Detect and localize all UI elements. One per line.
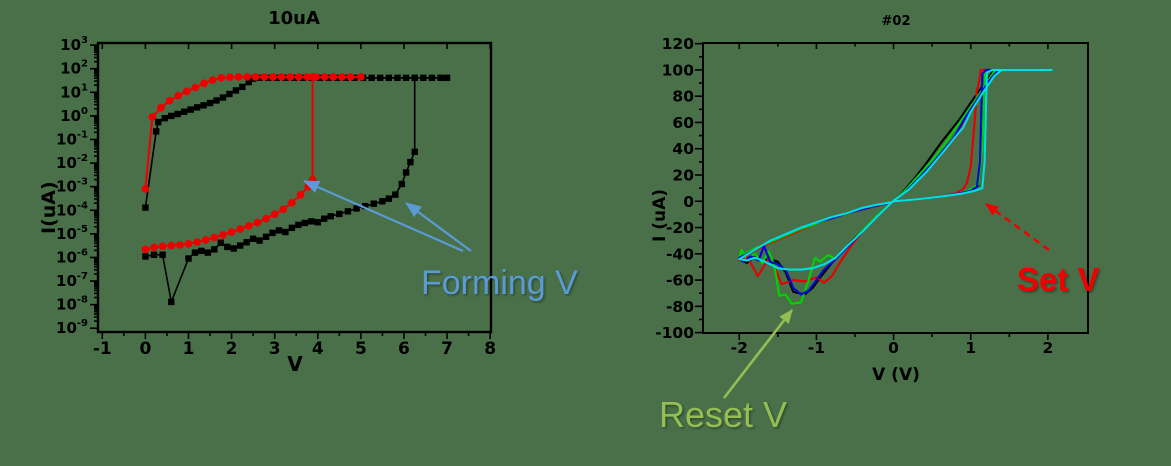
- svg-text:100: 100: [60, 106, 88, 125]
- svg-text:-100: -100: [655, 324, 694, 342]
- svg-text:5: 5: [355, 339, 367, 359]
- svg-text:4: 4: [312, 339, 324, 359]
- svg-text:1: 1: [183, 339, 195, 359]
- svg-text:120: 120: [662, 35, 695, 53]
- cycle-4-blue: [738, 68, 1049, 296]
- right-chart: -2 -1 0 1 2 120 100 80 60 40 20 0 -20 -40 -60 -80 -100: [655, 35, 1089, 357]
- svg-text:100: 100: [662, 61, 695, 79]
- svg-text:10-9: 10-9: [56, 318, 88, 337]
- svg-text:6: 6: [398, 339, 410, 359]
- svg-text:10-1: 10-1: [56, 129, 88, 148]
- reset-arrow: [722, 309, 794, 399]
- svg-text:3: 3: [269, 339, 281, 359]
- svg-text:10-2: 10-2: [56, 153, 88, 172]
- svg-text:-40: -40: [666, 245, 694, 263]
- left-chart-ticks: [90, 43, 491, 339]
- reset-voltage-annotation: Reset V: [659, 394, 788, 435]
- svg-text:-20: -20: [666, 219, 694, 237]
- svg-text:10-3: 10-3: [56, 177, 88, 196]
- right-chart-title: #02: [881, 14, 911, 29]
- svg-text:60: 60: [672, 114, 694, 132]
- cycle-2-red: [738, 68, 1049, 286]
- svg-text:0: 0: [683, 193, 694, 211]
- left-chart: -1 0 1 2 3 4 5 6 7 8 103 102 101 100 10-1 10-2 10-3 10-4 1…: [56, 35, 496, 359]
- svg-text:10-6: 10-6: [56, 247, 88, 266]
- svg-text:-1: -1: [93, 339, 112, 359]
- hrs-sweep-red: [145, 76, 314, 251]
- svg-text:102: 102: [60, 59, 88, 78]
- lrs-sweep-black: [144, 77, 447, 208]
- svg-text:10-7: 10-7: [56, 271, 88, 290]
- forming-arrow-1: [303, 179, 464, 253]
- left-y-axis-label: I(uA): [38, 181, 60, 234]
- left-x-axis-label: V: [287, 352, 303, 376]
- svg-text:7: 7: [441, 339, 453, 359]
- left-chart-tick-labels: -1 0 1 2 3 4 5 6 7 8 103 102 101 100 10-1 10-2 10-3 10-4 1…: [56, 35, 496, 359]
- right-chart-tick-labels: -2 -1 0 1 2 120 100 80 60 40 20 0 -20 -40 -60 -80 -100: [655, 35, 1053, 357]
- lrs-sweep-red-markers: [141, 73, 365, 193]
- forming-voltage-annotation: Forming V: [421, 264, 578, 302]
- lrs-sweep-black-markers: [142, 74, 451, 211]
- forming-arrow-2: [405, 202, 472, 252]
- svg-text:2: 2: [1042, 339, 1053, 357]
- left-chart-title: 10uA: [268, 8, 320, 29]
- set-voltage-annotation: Set V: [1017, 261, 1100, 298]
- cycle-5-cyan: [738, 68, 1053, 271]
- svg-text:40: 40: [672, 140, 694, 158]
- annotation-arrows: [303, 179, 1050, 399]
- svg-text:0: 0: [139, 339, 151, 359]
- svg-text:-1: -1: [808, 339, 825, 357]
- svg-text:80: 80: [672, 88, 694, 106]
- svg-text:10-4: 10-4: [56, 200, 88, 219]
- svg-text:8: 8: [484, 339, 496, 359]
- svg-text:10-8: 10-8: [56, 295, 88, 314]
- hrs-sweep-red-markers: [141, 73, 317, 254]
- right-chart-ticks: [695, 42, 1049, 340]
- svg-text:20: 20: [672, 166, 694, 184]
- svg-text:2: 2: [226, 339, 238, 359]
- svg-text:10-5: 10-5: [56, 224, 88, 243]
- svg-text:-60: -60: [666, 272, 694, 290]
- svg-text:-80: -80: [666, 298, 694, 316]
- right-y-axis-label: I (uA): [650, 188, 670, 242]
- hrs-sweep-black: [145, 77, 416, 303]
- svg-text:-2: -2: [731, 339, 748, 357]
- hrs-sweep-black-markers: [142, 74, 418, 306]
- set-arrow: [985, 203, 1050, 251]
- svg-text:1: 1: [965, 339, 976, 357]
- svg-text:0: 0: [888, 339, 899, 357]
- svg-text:103: 103: [60, 35, 88, 54]
- cycle-1-black: [738, 68, 1049, 296]
- svg-text:101: 101: [60, 82, 88, 101]
- right-x-axis-label: V (V): [872, 365, 920, 385]
